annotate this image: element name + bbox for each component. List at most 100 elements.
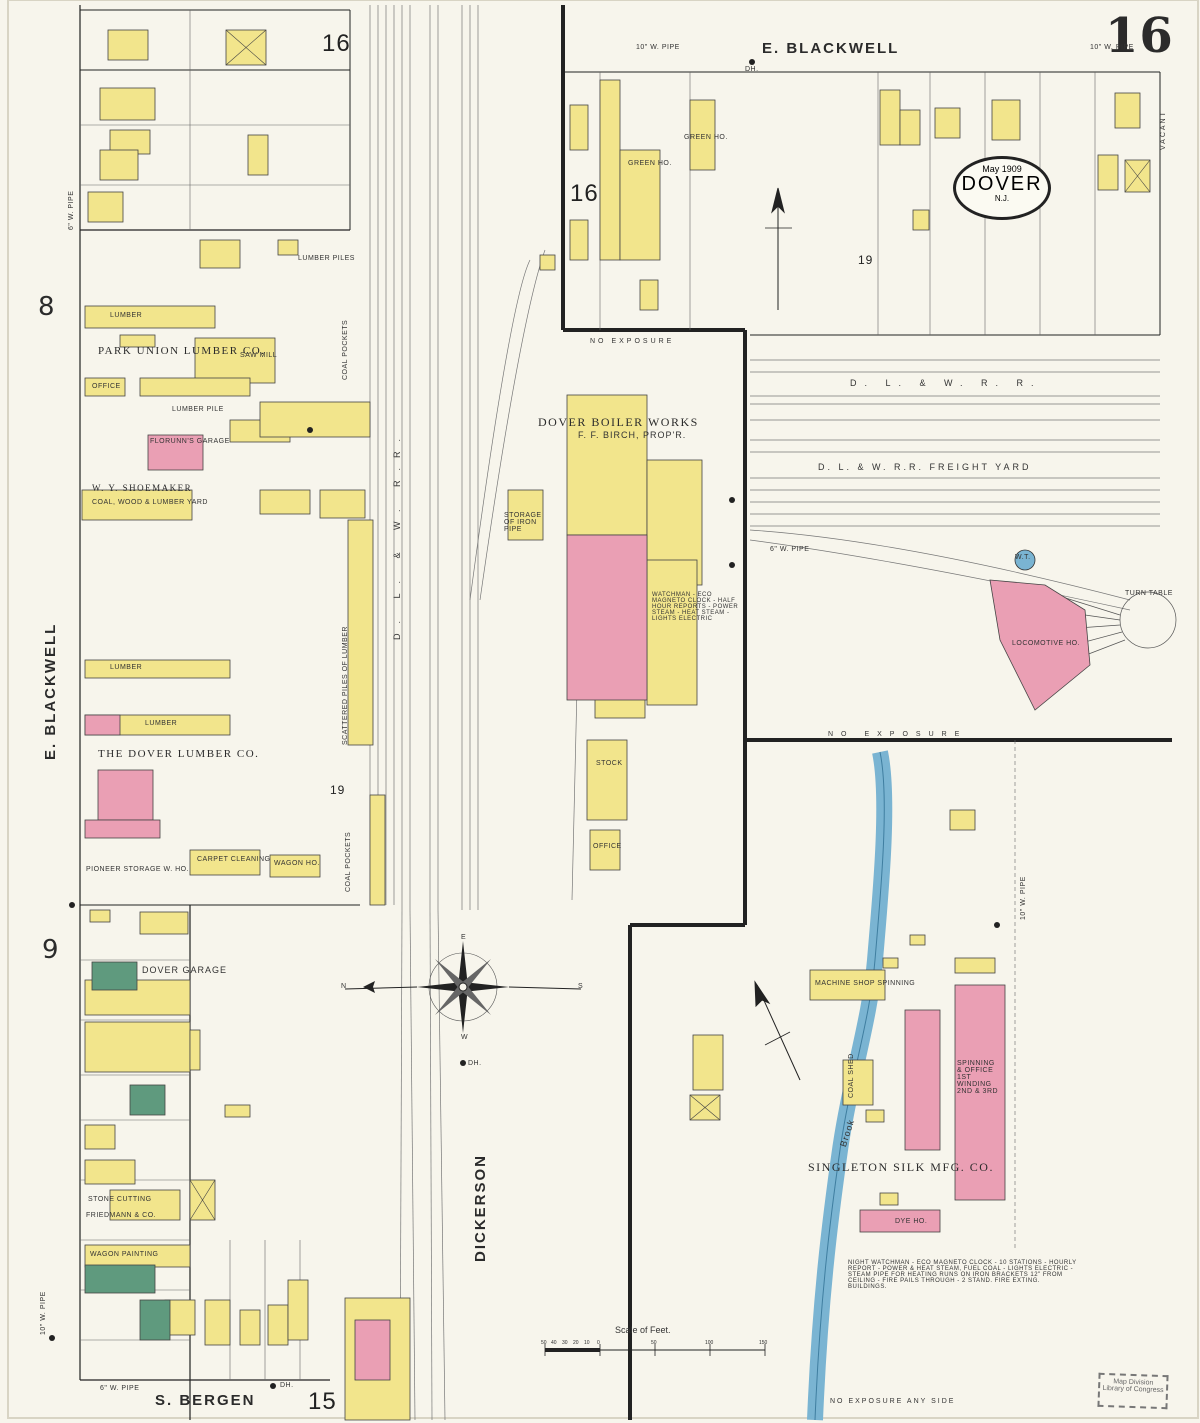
note-watchman: WATCHMAN - ECO MAGNETO CLOCK - HALF HOUR… [652,592,739,622]
label-office-2: OFFICE [593,843,622,850]
block-number-mid-left: 19 [330,783,346,797]
scale-tick: 20 [573,1340,579,1346]
railroad-label-main: D. L. & W. R. R. [850,378,1042,388]
scale-bar [544,1344,766,1356]
note-silk-watchman: NIGHT WATCHMAN - ECO MAGNETO CLOCK - 10 … [848,1260,1077,1290]
label-coal-shed: COAL SHED [848,1053,855,1098]
note-pipe-ne: 10" W. PIPE [1090,44,1134,51]
label-stock: STOCK [596,760,623,767]
label-lumber-2: LUMBER [110,664,143,671]
scale-tick: 100 [705,1340,714,1346]
railroad-tracks-horizontal [749,359,1160,611]
note-dh-1: DH. [745,66,759,73]
locomotive-house-label: LOCOMOTIVE HO. [1012,640,1081,647]
scale-tick: 30 [562,1340,568,1346]
water-tank-label: W.T. [1015,554,1031,561]
note-pipe-east: 10" W. PIPE [1020,876,1027,920]
firm-pioneer-storage: PIONEER STORAGE W. HO. [86,866,190,873]
brick-buildings [84,434,1091,1381]
railroad-label-freight: D. L. & W. R.R. FREIGHT YARD [818,462,1032,472]
label-dye-house: DYE HO. [895,1218,928,1225]
firm-park-union-lumber: PARK UNION LUMBER CO. [98,345,266,357]
north-arrow-upper [765,187,792,310]
water-tank [1014,549,1036,571]
scale-tick: 0 [597,1340,600,1346]
adjoining-sheet-8: 8 [38,292,56,322]
sheet-edge [7,0,1199,1419]
note-pipe-n: 10" W. PIPE [636,44,680,51]
street-north: E. BLACKWELL [762,40,900,57]
note-vacant: VACANT [1160,110,1167,150]
label-green-house-1: GREEN HO. [628,160,672,167]
firm-friedmann: FRIEDMANN & CO. [86,1212,157,1219]
label-machine-shop: MACHINE SHOP SPINNING [815,980,916,987]
block-number-top-left: 16 [322,30,351,57]
firm-dover-garage: DOVER GARAGE [142,965,228,975]
frame-buildings [81,29,1151,1421]
firm-shoemaker-yard: COAL, WOOD & LUMBER YARD [92,499,208,506]
note-pipe-southwest: 10" W. PIPE [40,1291,47,1335]
scale-tick: 40 [551,1340,557,1346]
label-coal-pockets-1: COAL POCKETS [342,319,349,380]
railroad-label-west: D. L. & W. R.R. [392,428,402,640]
label-wagon-painting: WAGON PAINTING [90,1251,159,1258]
hydrants [49,59,1000,1389]
note-dh-2: DH. [468,1060,482,1067]
label-lumber-pile: LUMBER PILE [172,406,224,413]
label-spinning: SPINNING & OFFICE 1ST WINDING 2ND & 3RD [957,1060,999,1095]
firm-dover-lumber: THE DOVER LUMBER CO. [98,748,260,760]
stone-buildings [84,961,171,1341]
label-carpet-cleaning: CARPET CLEANING [197,856,271,863]
compass-west: W [461,1034,469,1041]
block-number-top-center: 16 [570,180,599,207]
compass-north: N [341,983,347,990]
city-cartouche: May 1909 DOVER N.J. [953,156,1051,220]
firm-singleton-silk: SINGLETON SILK MFG. CO. [808,1160,994,1174]
building-cross-marks [189,29,1151,1221]
north-arrow-lower [754,980,801,1081]
note-no-exposure-1: NO EXPOSURE [590,338,675,345]
note-no-exposure-any: NO EXPOSURE ANY SIDE [830,1398,956,1405]
scale-label: Scale of Feet. [615,1325,671,1335]
label-office-1: OFFICE [92,383,121,390]
firm-florunn-garage: FLORUNN'S GARAGE [150,438,230,445]
label-wagon-house: WAGON HO. [274,860,320,867]
compass-south: S [578,983,584,990]
note-pipe-bergen: 6" W. PIPE [100,1385,140,1392]
turntable-label: TURN TABLE [1125,590,1173,597]
railroad-tracks-vertical [369,5,581,1421]
label-coal-pockets-2: COAL POCKETS [345,831,352,892]
state-name: N.J. [994,194,1010,203]
adjoining-sheet-9: 9 [42,935,60,965]
label-storage-pipe: STORAGE OF IRON PIPE [504,512,542,533]
scale-tick: 50 [541,1340,547,1346]
library-stamp: Map Division Library of Congress [1097,1372,1169,1410]
sheet-number: 16 [1105,8,1174,64]
label-lumber-3: LUMBER [145,720,178,727]
label-lumber-1: LUMBER [110,312,143,319]
street-west: E. BLACKWELL [42,622,59,760]
map-date: May 1909 [982,164,1022,174]
block-number-top-right: 19 [858,253,874,267]
label-scattered-lumber: SCATTERED PILES OF LUMBER [342,626,349,745]
firm-shoemaker: W. Y. SHOEMAKER [92,483,193,493]
scale-tick: 150 [759,1340,768,1346]
city-name: DOVER [961,173,1043,195]
note-no-exposure-2: NO EXPOSURE [828,731,968,738]
scale-tick: 50 [651,1340,657,1346]
compass-rose [344,941,582,1033]
label-saw-mill: SAW MILL [240,352,278,359]
label-lumber-piles: LUMBER PILES [298,255,355,262]
note-pipe-yard: 6" W. PIPE [770,546,810,553]
firm-boiler-works: DOVER BOILER WORKS [538,415,699,429]
block-boundaries [79,5,1172,1420]
note-pipe-west: 6" W. PIPE [68,190,75,230]
label-stone-cutting: STONE CUTTING [88,1196,152,1203]
scale-tick: 10 [584,1340,590,1346]
street-center: DICKERSON [472,1153,489,1262]
street-south: S. BERGEN [155,1392,256,1409]
note-dh-3: DH. [280,1382,294,1389]
compass-east: E [461,934,467,941]
label-green-house-2: GREEN HO. [684,134,728,141]
